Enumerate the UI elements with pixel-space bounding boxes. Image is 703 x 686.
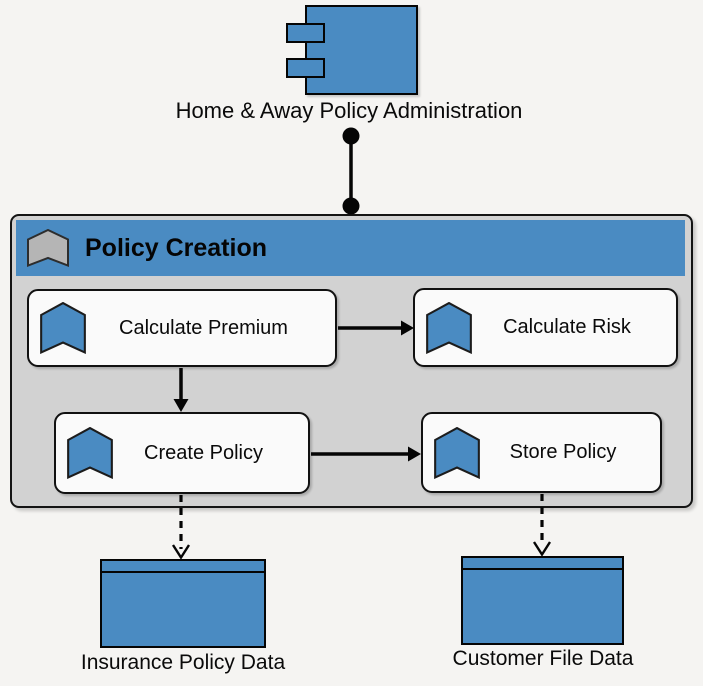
function-label: Calculate Risk: [503, 316, 631, 338]
data-object-customer-file-data[interactable]: [461, 556, 624, 645]
chevron-banner-icon: [67, 427, 113, 479]
function-node-store-policy[interactable]: Store Policy: [421, 412, 662, 493]
function-node-create-policy[interactable]: Create Policy: [54, 412, 310, 494]
data-object-label: Customer File Data: [452, 647, 634, 670]
chevron-banner-icon: [40, 302, 86, 354]
container-title: Policy Creation: [85, 233, 267, 262]
data-object-insurance-policy-data[interactable]: [100, 559, 266, 648]
uml-component-tab-icon: [286, 58, 325, 78]
chevron-banner-icon: [434, 426, 480, 479]
chevron-banner-icon: [27, 229, 69, 267]
function-label: Create Policy: [144, 441, 263, 464]
function-node-calculate-risk[interactable]: Calculate Risk: [413, 288, 678, 367]
edge-component-to-policy-creation: [342, 127, 360, 215]
container-header: Policy Creation: [16, 220, 685, 276]
uml-component-icon: [305, 5, 418, 95]
function-node-calculate-premium[interactable]: Calculate Premium: [27, 289, 337, 367]
uml-component-tab-icon: [286, 23, 325, 43]
data-object-header-band: [463, 558, 622, 570]
chevron-banner-icon: [426, 301, 472, 354]
component-label: Home & Away Policy Administration: [175, 98, 523, 123]
data-object-label: Insurance Policy Data: [80, 651, 286, 674]
data-object-header-band: [102, 561, 264, 573]
function-label: Store Policy: [509, 441, 617, 463]
function-label: Calculate Premium: [119, 316, 288, 339]
